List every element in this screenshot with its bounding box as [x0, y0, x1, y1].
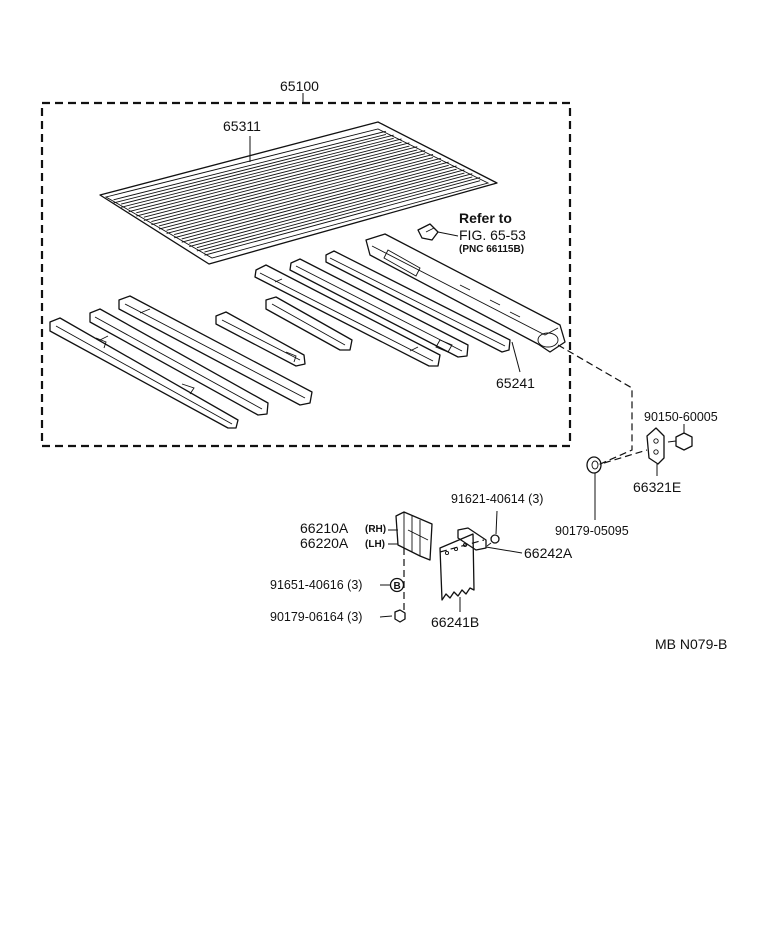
label-65100: 65100 — [280, 78, 319, 94]
leader-90179-06164 — [379, 615, 393, 618]
panel-rib — [204, 180, 481, 256]
floor-sill-3 — [254, 264, 441, 367]
floor-sill-4 — [265, 296, 353, 351]
label-66321E: 66321E — [633, 479, 681, 495]
panel-rib — [196, 173, 473, 249]
circled-b-marker: B — [389, 577, 405, 593]
panel-rib — [113, 130, 386, 201]
bracket-66321E — [646, 427, 665, 465]
label-rh: (RH) — [365, 524, 386, 535]
label-lh: (LH) — [365, 539, 385, 550]
floor-sill-6 — [118, 295, 313, 406]
floor-panel-65311 — [99, 121, 498, 265]
panel-rib — [204, 177, 481, 253]
floor-sill-2 — [289, 258, 469, 358]
panel-rib — [166, 161, 441, 234]
label-90150-60005: 90150-60005 — [644, 410, 718, 424]
refer-text-line2: FIG. 65-53 — [459, 227, 526, 243]
leader-91621 — [495, 510, 498, 535]
panel-rib — [143, 146, 418, 218]
refer-text-line3: (PNC 66115B) — [459, 244, 524, 255]
floor-sill-8 — [49, 317, 239, 429]
label-91621-40614: 91621-40614 (3) — [451, 492, 543, 506]
connection-bracket-nut — [603, 449, 648, 464]
label-66220A: 66220A — [300, 535, 349, 551]
panel-rib — [143, 149, 418, 221]
assembly-boundary — [40, 101, 572, 448]
label-91651-40616: 91651-40616 (3) — [270, 578, 362, 592]
figure-code: MB N079-B — [655, 636, 727, 652]
floor-sill-5 — [215, 311, 306, 367]
refer-text-line1: Refer to — [459, 210, 512, 226]
label-65311: 65311 — [223, 118, 261, 134]
bolt-91621-40614 — [486, 534, 500, 547]
panel-rib — [128, 138, 402, 209]
label-90179-06164: 90179-06164 (3) — [270, 610, 362, 624]
panel-rib — [136, 145, 410, 217]
panel-rib — [151, 153, 426, 226]
panel-rib — [166, 157, 441, 231]
panel-rib — [158, 153, 434, 227]
panel-rib — [128, 141, 402, 213]
plate-66242A — [457, 527, 487, 551]
panel-rib — [151, 150, 426, 222]
label-66210A: 66210A — [300, 520, 349, 536]
bolt-90150-60005 — [667, 432, 693, 451]
alignment-dashed-lines — [403, 539, 485, 612]
clip-66115B — [417, 223, 439, 241]
panel-rib — [181, 168, 457, 243]
bracket-66210A-66220A — [395, 511, 433, 561]
leader-refer — [437, 231, 459, 237]
floor-sill-7 — [89, 308, 269, 416]
nut-90179-05095 — [586, 456, 602, 474]
mudguard-66241B — [439, 533, 475, 601]
panel-rib — [136, 142, 410, 214]
panel-rib — [174, 164, 449, 239]
panel-rib — [113, 134, 386, 204]
panel-rib — [196, 176, 473, 252]
label-90179-05095: 90179-05095 — [555, 524, 629, 538]
leader-66242A — [485, 546, 523, 554]
leader-65241 — [511, 341, 521, 373]
floor-sill-1 — [325, 250, 511, 353]
panel-rib — [158, 157, 434, 230]
panel-rib — [189, 169, 465, 244]
panel-rib — [121, 134, 394, 205]
crossmember-65241 — [365, 233, 566, 353]
panel-rib — [181, 165, 457, 240]
panel-rib — [174, 161, 449, 236]
label-65241: 65241 — [496, 375, 535, 391]
svg-text:B: B — [394, 581, 401, 592]
connection-dashed-line — [557, 344, 633, 466]
panel-rib — [189, 172, 465, 247]
panel-rib — [121, 137, 394, 208]
label-66242A: 66242A — [524, 545, 573, 561]
nut-90179-06164 — [394, 609, 406, 623]
label-66241B: 66241B — [431, 614, 479, 630]
